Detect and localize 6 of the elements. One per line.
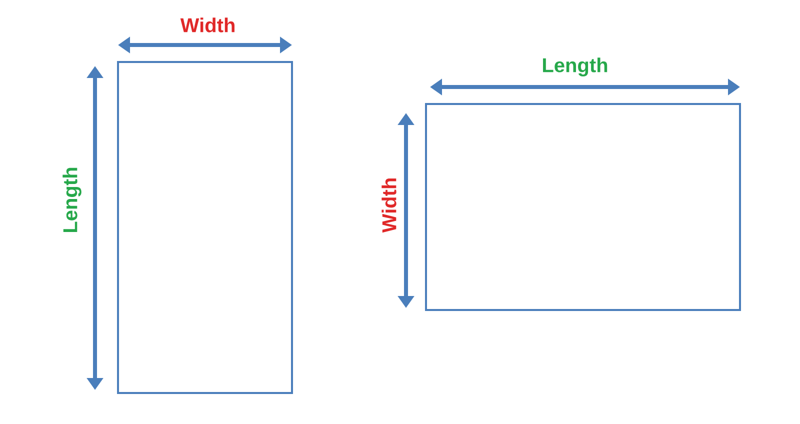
dimension-label: Width [382, 178, 396, 233]
dimension-label: Width [180, 18, 234, 32]
dimension-label: Length [62, 168, 82, 232]
rectangle [425, 103, 741, 311]
rectangle [117, 61, 293, 394]
dimension-label: Length [543, 58, 608, 76]
